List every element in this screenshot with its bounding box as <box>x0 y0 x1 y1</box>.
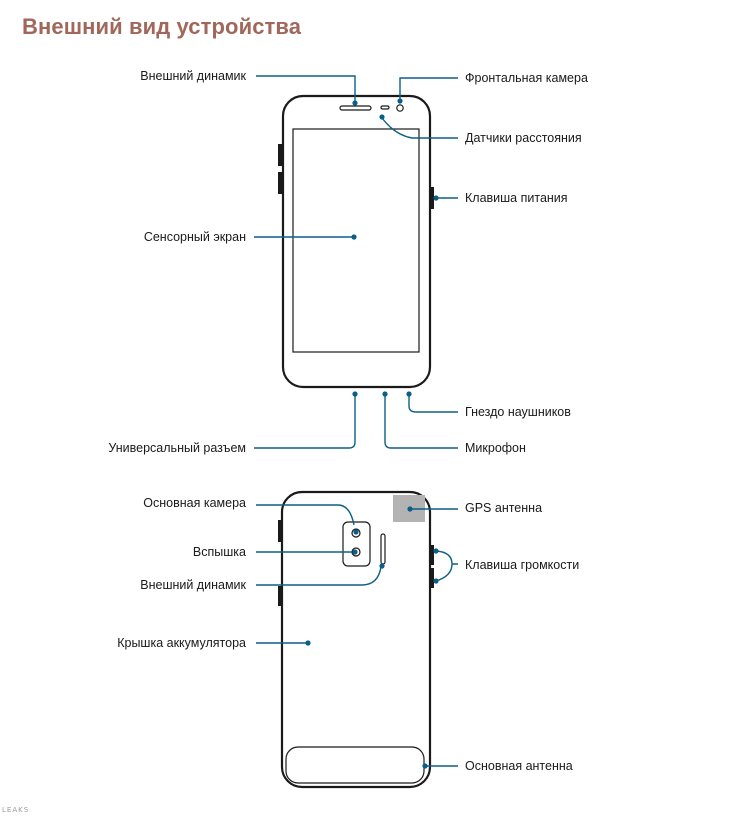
label-battery-cover: Крышка аккумулятора <box>117 636 246 650</box>
label-front-camera: Фронтальная камера <box>465 71 588 85</box>
leader-dot-proximity <box>379 114 385 120</box>
leader-headset-jack <box>408 395 458 413</box>
label-outer-speaker: Внешний динамик <box>140 69 246 83</box>
leader-outer-speaker <box>256 75 356 101</box>
main-antenna-area <box>285 746 425 784</box>
label-microphone: Микрофон <box>465 441 526 455</box>
main-camera-lens <box>351 528 361 538</box>
label-touchscreen: Сенсорный экран <box>144 230 246 244</box>
leader-dot-microphone <box>382 391 388 397</box>
leader-dot-headset-jack <box>406 391 412 397</box>
leader-dot-usb <box>352 391 358 397</box>
leader-dot-rear-speaker <box>379 563 385 569</box>
leader-dot-main-camera <box>353 529 359 535</box>
leader-dot-flash <box>352 549 358 555</box>
label-power-key: Клавиша питания <box>465 191 568 205</box>
label-rear-speaker: Внешний динамик <box>140 578 246 592</box>
leader-usb <box>254 395 356 449</box>
leader-microphone <box>384 395 458 449</box>
leader-dot-volume-down <box>433 578 439 584</box>
front-screen <box>292 128 420 353</box>
front-view: Внешний динамик Фронтальная камера Датчи… <box>108 69 588 455</box>
rear-speaker-slot <box>380 533 386 565</box>
front-phone-body <box>281 94 432 389</box>
leader-front-camera <box>399 77 458 100</box>
label-main-antenna: Основная антенна <box>465 759 573 773</box>
leader-dot-front-camera <box>397 98 403 104</box>
volume-key-up <box>430 545 434 565</box>
label-main-camera: Основная камера <box>143 496 246 510</box>
volume-key-down <box>430 568 434 588</box>
proximity-sensor-shape <box>380 105 390 110</box>
front-left-key-2 <box>278 172 282 194</box>
leader-dot-battery-cover <box>305 640 311 646</box>
front-left-key-1 <box>278 144 282 166</box>
back-left-key-1 <box>278 520 282 542</box>
leader-dot-volume-up <box>433 548 439 554</box>
leader-proximity <box>381 117 458 139</box>
label-usb-connector: Универсальный разъем <box>108 441 246 455</box>
back-phone-body <box>280 490 432 789</box>
back-left-key-2 <box>278 586 282 606</box>
label-headset-jack: Гнездо наушников <box>465 405 571 419</box>
leader-main-camera <box>256 504 355 526</box>
leader-dot-outer-speaker <box>352 100 358 106</box>
leader-dot-power-key <box>433 195 439 201</box>
leader-rear-speaker <box>256 566 382 586</box>
camera-module <box>342 521 371 567</box>
watermark: LEAKS <box>2 806 30 814</box>
leader-dot-main-antenna <box>422 763 428 769</box>
leader-volume-key <box>435 550 458 582</box>
leader-dot-gps <box>407 506 413 512</box>
front-camera-lens <box>396 104 404 112</box>
label-proximity-sensors: Датчики расстояния <box>465 131 582 145</box>
earpiece-slot <box>339 105 372 111</box>
label-flash: Вспышка <box>193 545 246 559</box>
leader-dot-touchscreen <box>351 234 357 240</box>
front-power-key <box>430 187 434 209</box>
label-volume-key: Клавиша громкости <box>465 558 579 572</box>
label-gps-antenna: GPS антенна <box>465 501 542 515</box>
back-view: Основная камера GPS антенна Вспышка Клав… <box>117 490 579 789</box>
page-title: Внешний вид устройства <box>22 14 302 39</box>
